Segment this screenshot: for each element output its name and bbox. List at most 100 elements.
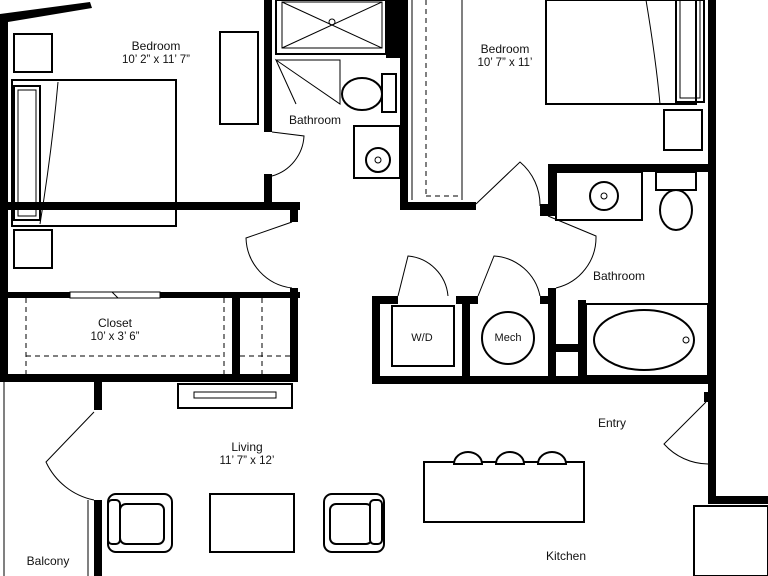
wall-bath2-tub-top [556, 344, 586, 352]
bedroom1-label: Bedroom 10’ 2” x 11’ 7” [110, 39, 202, 67]
wall-bed1-bottom [0, 202, 300, 210]
entry-door-icon [663, 401, 709, 465]
living-label: Living 11’ 7” x 12’ [212, 440, 282, 468]
bathtub-drain-icon [682, 336, 690, 344]
dresser-1 [219, 31, 259, 125]
nightstand-1a [13, 33, 53, 73]
mech-unit-icon [481, 311, 535, 365]
media-shelf-inner [193, 391, 277, 399]
wall-bed1-bath-lower [264, 174, 272, 210]
wall-laundry-bottom [372, 376, 716, 384]
wall-bed2-bottom [548, 164, 716, 172]
wall-laundry-top-left [372, 296, 398, 304]
wall-bed2-stub [540, 204, 556, 216]
wall-bed2-right [708, 0, 716, 396]
wall-bath1-shelf [386, 0, 402, 58]
bedroom1-size: 10’ 2” x 11’ 7” [122, 54, 190, 66]
entry-label: Entry [597, 416, 626, 430]
bed-2-blanket [645, 0, 661, 105]
stool-1-icon [452, 451, 484, 465]
kitchen-label: Kitchen [545, 549, 587, 563]
wall-closet-top [0, 292, 70, 298]
toilet-tank-1 [381, 73, 397, 113]
bathtub-basin-icon [593, 309, 695, 371]
sink-2-drain-icon [600, 192, 608, 200]
closet-name: Closet [97, 316, 132, 330]
living-size: 11’ 7” x 12’ [219, 455, 275, 467]
kitchen-island [423, 461, 585, 523]
toilet-tank-2 [655, 171, 697, 191]
bedroom2-name: Bedroom [480, 42, 530, 56]
bed-2-pillow [679, 0, 701, 99]
shower-inner [281, 1, 383, 49]
wall-hall-bottom [400, 202, 476, 210]
wall-laundry-top-right [540, 296, 556, 304]
bed-1-pillow [17, 89, 37, 217]
washer-dryer [391, 305, 455, 367]
wall-living-stub [94, 380, 102, 410]
wall-closet-bottom [0, 374, 298, 382]
toilet-bowl-2-icon [659, 189, 693, 231]
stool-3-icon [536, 451, 568, 465]
coffee-table [209, 493, 295, 553]
bathtub [585, 303, 709, 377]
bed-2 [545, 0, 697, 105]
armchair-left-icon [107, 493, 173, 553]
hall-door-icon [245, 221, 293, 289]
wall-bath2-tub-left [578, 300, 586, 384]
vanity-1 [353, 125, 401, 179]
bar-stools [452, 451, 568, 465]
bed-2-headboard [675, 0, 705, 103]
living-name: Living [231, 440, 263, 454]
closet-size: 10’ x 3’ 6” [90, 331, 140, 343]
toilet-bowl-1-icon [341, 77, 383, 111]
sink-2-icon [589, 181, 619, 211]
bathroom2-label: Bathroom [592, 269, 646, 283]
bath1-door-icon [271, 131, 305, 177]
bedroom1-name: Bedroom [131, 39, 181, 53]
closet-slider-mid [111, 291, 119, 299]
vanity-2 [555, 171, 643, 221]
wall-bath2-left [548, 164, 556, 216]
shower-stall [275, 0, 387, 55]
wall-bath2-left-lower [548, 288, 556, 380]
wall-hall-post [290, 202, 298, 222]
wd-label: W/D [411, 332, 433, 344]
armchairs [107, 493, 385, 553]
wall-balcony-stub [94, 500, 102, 576]
bed-1 [11, 79, 177, 227]
bedroom2-label: Bedroom 10’ 7” x 11’ [470, 42, 540, 70]
closet-slider [69, 291, 161, 299]
shower-door [274, 58, 341, 105]
mech-door-icon [477, 255, 541, 297]
bed-1-headboard [13, 85, 41, 221]
closet-label: Closet 10’ x 3’ 6” [80, 316, 150, 344]
wall-laundry-left [372, 296, 380, 384]
thin-lines [3, 0, 768, 576]
wall-bath1-right [400, 0, 408, 210]
wall-closet-right [290, 288, 298, 380]
bedroom2-size: 10’ 7” x 11’ [477, 57, 533, 69]
balcony-door-icon [45, 411, 95, 501]
wall-entry-right [708, 392, 716, 502]
mech-label: Mech [494, 332, 522, 344]
wall-entry-jog [708, 496, 768, 504]
bed2-door-icon [475, 161, 541, 207]
nightstand-2 [663, 109, 703, 151]
wall-closet-divider [232, 292, 240, 380]
sink-1-icon [365, 147, 391, 173]
wall-bed1-bath [264, 0, 272, 132]
bed-1-blanket [39, 81, 59, 225]
bathroom1-label: Bathroom [288, 113, 342, 127]
armchair-right-icon [323, 493, 385, 553]
nightstand-1b [13, 229, 53, 269]
balcony-label: Balcony [26, 554, 70, 568]
laundry-door-icon [397, 255, 449, 297]
bath2-door-icon [547, 215, 597, 289]
shower-drain-icon [328, 18, 336, 26]
stool-2-icon [494, 451, 526, 465]
media-shelf [177, 383, 293, 409]
wall-closet-top-2 [160, 292, 300, 298]
